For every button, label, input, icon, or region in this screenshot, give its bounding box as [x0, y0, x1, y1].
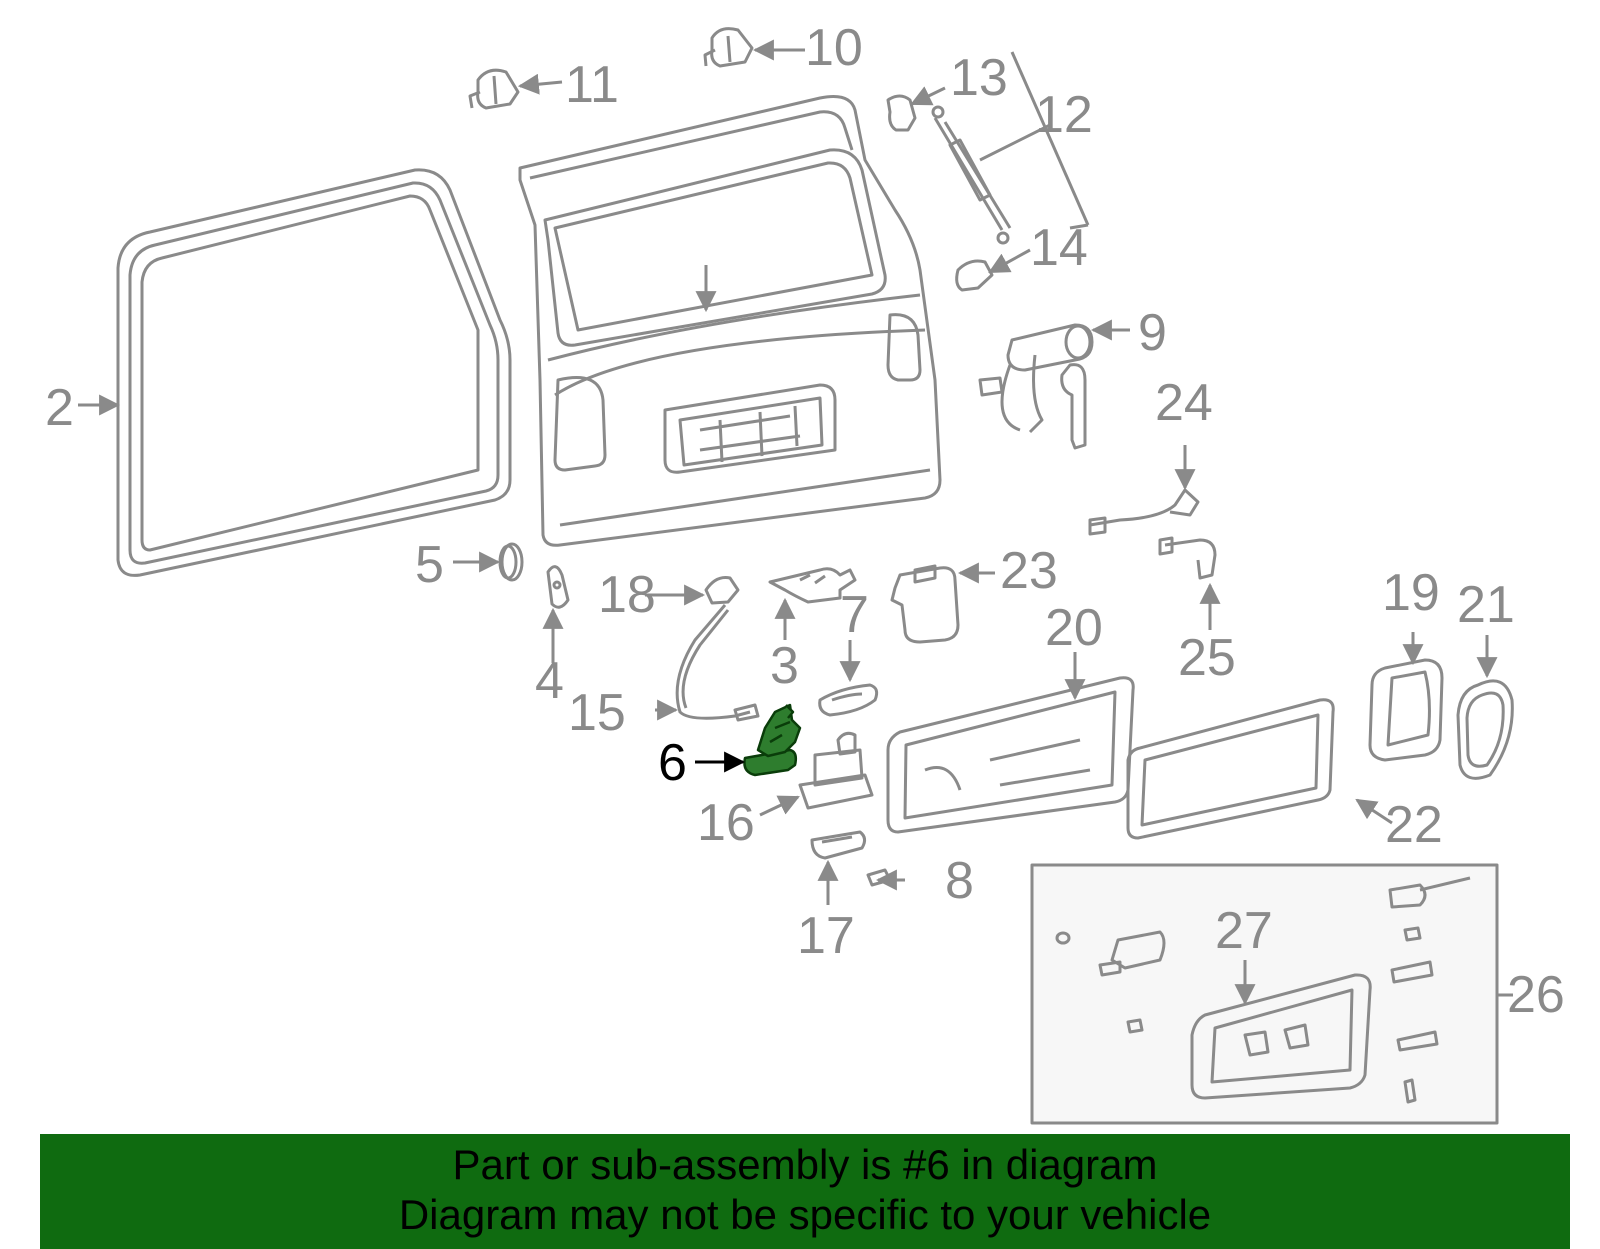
callout-12: 12 — [1035, 86, 1093, 144]
part-lock-cylinder — [978, 323, 1094, 450]
callout-7: 7 — [840, 586, 869, 644]
callout-15: 15 — [568, 684, 626, 742]
callout-24: 24 — [1155, 374, 1213, 432]
part-support-rod — [931, 105, 1012, 245]
callout-9: 9 — [1138, 304, 1167, 362]
banner-line-2: Diagram may not be specific to your vehi… — [398, 1191, 1212, 1238]
callout-21: 21 — [1457, 576, 1515, 634]
callout-13: 13 — [950, 49, 1008, 107]
callout-11: 11 — [565, 56, 619, 114]
part-cable-15 — [675, 604, 760, 722]
part-gasket-21 — [1456, 679, 1514, 780]
callout-23: 23 — [1000, 542, 1058, 600]
callout-27: 27 — [1215, 902, 1273, 960]
parts-diagram: 2 3 4 5 6 7 8 9 10 11 12 13 14 15 16 17 … — [45, 19, 1565, 1125]
part-latch-3 — [768, 567, 857, 604]
callout-3: 3 — [770, 637, 799, 695]
info-banner: Part or sub-assembly is #6 in diagram Di… — [40, 1134, 1570, 1249]
callout-6: 6 — [658, 734, 687, 792]
part-hinge-11 — [468, 68, 520, 110]
callout-20: 20 — [1045, 599, 1103, 657]
part-garnish-20 — [886, 676, 1135, 834]
part-bulb-8 — [866, 868, 892, 887]
callout-14: 14 — [1030, 219, 1088, 277]
callout-25: 25 — [1178, 629, 1236, 687]
part-bracket-14 — [955, 259, 994, 292]
callout-8: 8 — [945, 852, 974, 910]
part-weatherstrip — [116, 168, 512, 577]
part-cover-4 — [546, 565, 570, 609]
callout-10: 10 — [805, 19, 863, 77]
part-switch-16 — [798, 731, 874, 810]
callout-18: 18 — [598, 566, 656, 624]
part-switch-24 — [1088, 488, 1200, 536]
part-lamp-17 — [810, 830, 867, 860]
part-lens-19 — [1368, 658, 1444, 762]
callout-19: 19 — [1382, 564, 1440, 622]
part-plug-5 — [498, 542, 524, 582]
part-actuator-23 — [890, 564, 960, 644]
callout-26: 26 — [1507, 966, 1565, 1024]
part-back-door — [518, 95, 942, 547]
inset-box-26 — [1030, 863, 1513, 1125]
callout-4: 4 — [535, 652, 564, 710]
callout-2: 2 — [45, 379, 74, 437]
callout-22: 22 — [1385, 796, 1443, 854]
callout-16: 16 — [697, 794, 755, 852]
banner-line-1: Part or sub-assembly is #6 in diagram — [452, 1141, 1158, 1188]
part-bracket-13 — [886, 94, 917, 132]
part-garnish-22 — [1126, 698, 1335, 840]
callout-17: 17 — [797, 907, 855, 965]
part-handle-7 — [818, 683, 879, 717]
part-6-highlighted[interactable] — [743, 703, 802, 777]
part-clip-18 — [704, 576, 740, 605]
part-harness-25 — [1158, 536, 1217, 580]
callout-5: 5 — [415, 536, 444, 594]
part-hinge-10 — [703, 27, 754, 68]
